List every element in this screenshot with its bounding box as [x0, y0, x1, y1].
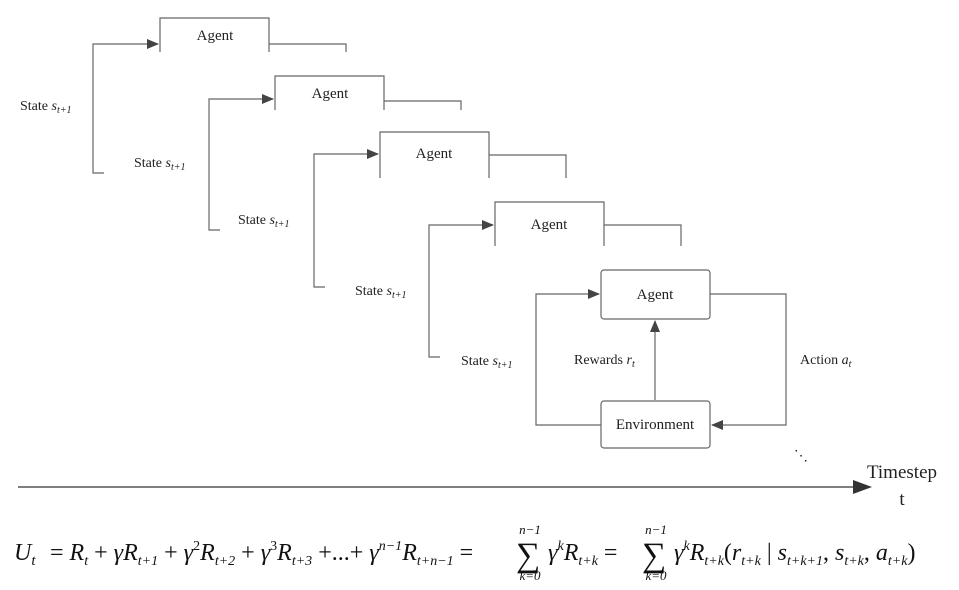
agent-label-front: Agent	[637, 287, 674, 303]
layer-3	[313, 131, 567, 288]
equation-lhs: Ut	[14, 540, 36, 569]
layer-4	[428, 201, 682, 358]
layer-1	[92, 17, 347, 174]
sum-upper-1: n−1	[519, 522, 541, 537]
timestep-t-label: t	[899, 489, 905, 510]
timestep-label: Timestep	[867, 462, 937, 483]
layer-2	[208, 75, 462, 231]
equation-terms-2: γkRt+k =	[548, 539, 617, 569]
continuation-ellipsis: ⋱	[794, 449, 808, 464]
agent-label-2: Agent	[312, 86, 349, 102]
rewards-label: Rewards rt	[574, 353, 635, 370]
state-label-4: State st+1	[355, 284, 406, 301]
timestep-axis	[18, 480, 872, 494]
environment-label: Environment	[616, 417, 695, 433]
agent-label-4: Agent	[531, 217, 568, 233]
action-label: Action at	[800, 353, 852, 370]
sum-lower-2: k=0	[645, 568, 667, 583]
state-label-5: State st+1	[461, 354, 512, 371]
equation-terms-3: γkRt+k(rt+k | st+k+1, st+k, at+k)	[674, 539, 915, 569]
agent-label-1: Agent	[197, 28, 234, 44]
sum-sign-1: ∑	[516, 537, 540, 574]
sum-sign-2: ∑	[642, 537, 666, 574]
state-label-1: State st+1	[20, 99, 71, 116]
sum-upper-2: n−1	[645, 522, 667, 537]
return-equation: Ut = Rt + γRt+1 + γ2Rt+2 + γ3Rt+3 +...+ …	[14, 522, 915, 583]
sum-lower-1: k=0	[519, 568, 541, 583]
agent-label-3: Agent	[416, 146, 453, 162]
state-label-3: State st+1	[238, 213, 289, 230]
state-label-2: State st+1	[134, 156, 185, 173]
layer-front	[535, 269, 787, 449]
equation-terms-1: = Rt + γRt+1 + γ2Rt+2 + γ3Rt+3 +...+ γn−…	[50, 539, 473, 569]
